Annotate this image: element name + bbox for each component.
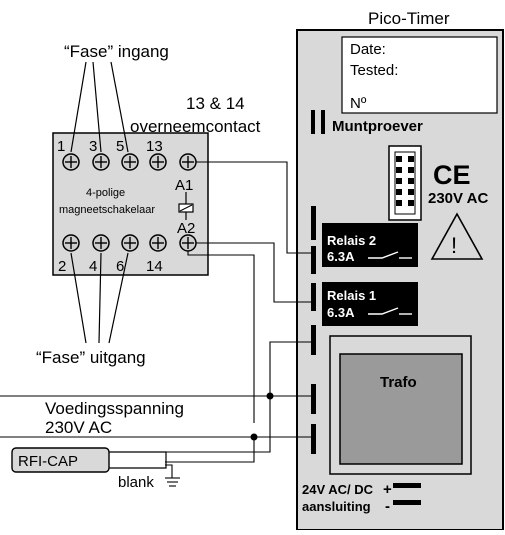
dc-minus-sign: - xyxy=(385,498,390,515)
label-box xyxy=(341,36,498,114)
svg-text:!: ! xyxy=(451,233,457,258)
wire-ground xyxy=(165,464,173,478)
terminal-label-4: 4 xyxy=(89,258,97,275)
pico-timer-title: Pico-Timer xyxy=(368,9,450,28)
fase-uitgang-label: “Fase” uitgang xyxy=(36,348,146,367)
wire-rfi xyxy=(165,437,255,463)
terminal-bar xyxy=(311,325,316,355)
relais-1-switch-symbol xyxy=(368,307,399,315)
relais-2-rating: 6.3A xyxy=(327,249,355,264)
trafo-label: Trafo xyxy=(380,374,417,391)
relais-1-rating: 6.3A xyxy=(327,305,355,320)
relais-2-block: Relais 2 6.3A xyxy=(322,223,418,267)
relay-coil-icon xyxy=(178,192,194,220)
terminal-label-6: 6 xyxy=(116,258,124,275)
terminal-bar xyxy=(311,206,316,240)
terminal-label-2: 2 xyxy=(58,258,66,275)
blank-label: blank xyxy=(118,474,154,491)
date-label: Date: xyxy=(350,41,386,58)
terminal-label-13: 13 xyxy=(146,138,163,155)
screw-terminal-icon xyxy=(121,153,139,171)
terminal-label-3: 3 xyxy=(89,138,97,155)
wire-rfi-2 xyxy=(165,396,271,453)
relais-2-label: Relais 2 xyxy=(327,233,376,248)
junction-dot xyxy=(250,433,258,441)
muntproever-label: Muntproever xyxy=(332,118,423,135)
contactor-label-line2: magneetschakelaar xyxy=(59,204,155,216)
screw-terminal-icon xyxy=(149,234,167,252)
overneem-line1: 13 & 14 xyxy=(186,94,245,113)
relais-1-block: Relais 1 6.3A xyxy=(322,282,418,326)
muntproever-bar xyxy=(311,110,315,134)
junction-dot xyxy=(266,392,274,400)
rfi-cap-label: RFI-CAP xyxy=(18,453,78,470)
muntproever-bar xyxy=(321,110,325,134)
warning-triangle-icon: ! xyxy=(430,212,484,260)
tested-label: Tested: xyxy=(350,62,398,79)
ground-symbol-icon xyxy=(165,477,180,487)
contactor-label-line1: 4-polige xyxy=(86,187,125,199)
wire-14-relais1 xyxy=(196,242,311,303)
wire-13-relais2 xyxy=(196,161,311,254)
wire-supply-relais xyxy=(269,341,311,396)
a1-label: A1 xyxy=(175,177,193,194)
screw-terminal-icon xyxy=(121,234,139,252)
terminal-label-5: 5 xyxy=(116,138,124,155)
screw-terminal-icon xyxy=(149,153,167,171)
terminal-label-14: 14 xyxy=(146,258,163,275)
voeding-label-line1: Voedingsspanning xyxy=(45,399,184,418)
wire-a2 xyxy=(187,251,255,423)
fase-ingang-pointers xyxy=(70,61,129,153)
a2-label: A2 xyxy=(177,220,195,237)
wiring xyxy=(0,161,311,478)
terminal-bar xyxy=(311,424,316,454)
screw-terminal-icon xyxy=(179,153,197,171)
dc-label-line1: 24V AC/ DC xyxy=(302,482,374,497)
terminal-label-1: 1 xyxy=(57,138,65,155)
terminal-bar xyxy=(311,283,316,311)
dc-plus-terminal xyxy=(393,483,421,488)
screw-terminal-icon xyxy=(62,153,80,171)
screw-terminal-icon xyxy=(92,153,110,171)
fase-uitgang-pointers xyxy=(70,252,129,344)
dc-minus-terminal xyxy=(393,500,421,505)
fase-ingang-label: “Fase” ingang xyxy=(64,42,169,61)
screw-terminals-top xyxy=(62,153,197,171)
dc-plus-sign: + xyxy=(383,481,392,498)
voeding-label-line2: 230V AC xyxy=(45,418,112,437)
voltage-rating: 230V AC xyxy=(428,190,488,207)
number-label: Nº xyxy=(350,95,367,112)
screw-terminal-icon xyxy=(62,234,80,252)
trafo-block: Trafo xyxy=(329,335,472,475)
screw-terminal-icon xyxy=(92,234,110,252)
overneem-line2: overneemcontact xyxy=(130,117,261,136)
screw-terminal-icon xyxy=(179,234,197,252)
relais-1-label: Relais 1 xyxy=(327,288,376,303)
dc-label-line2: aansluiting xyxy=(302,499,371,514)
terminal-bar xyxy=(311,384,316,414)
relais-2-switch-symbol xyxy=(368,251,399,259)
terminal-bar xyxy=(311,246,316,274)
ce-mark: CE xyxy=(433,160,471,190)
pin-header-icon xyxy=(388,145,422,221)
rfi-cap-block: RFI-CAP xyxy=(11,447,167,473)
